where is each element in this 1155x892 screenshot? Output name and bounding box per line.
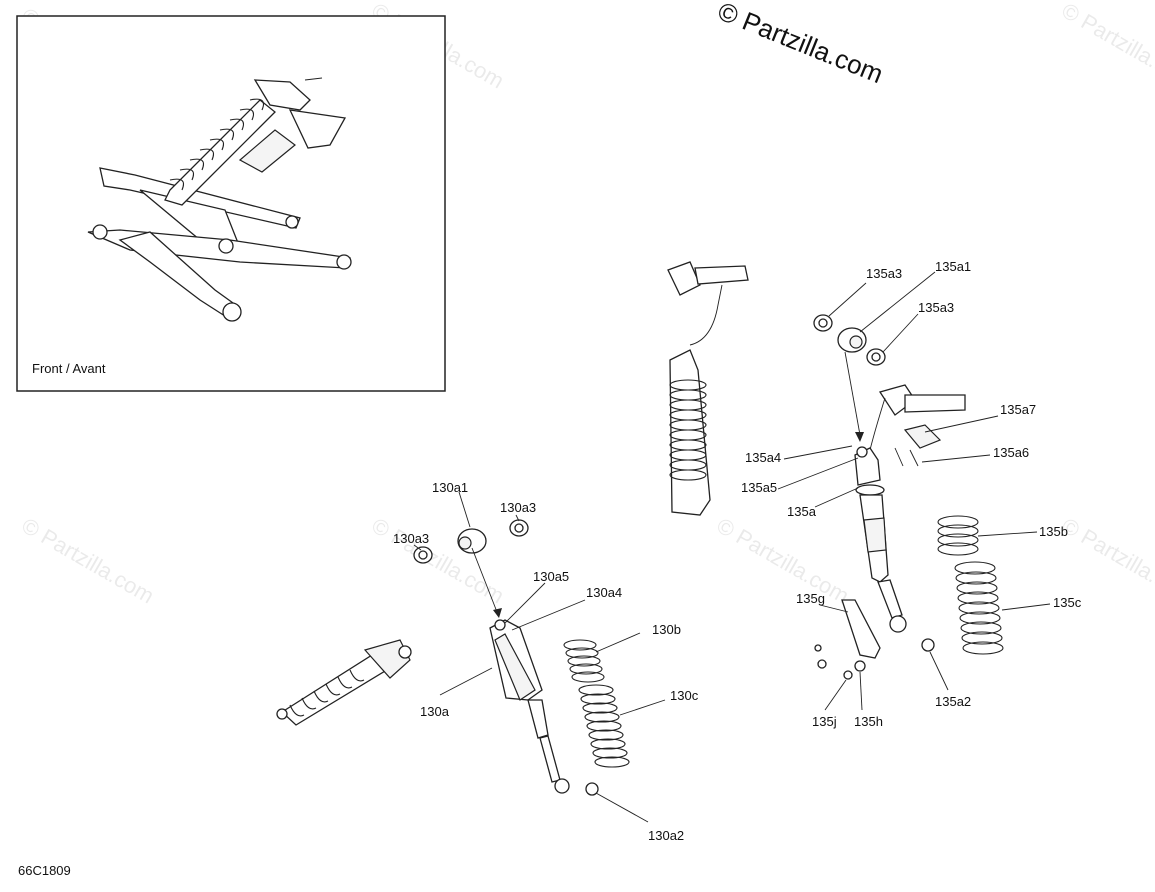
callout-135a4: 135a4: [745, 450, 781, 465]
suspension-assembly-illustration: [87, 77, 352, 322]
inset-caption: Front / Avant: [32, 361, 106, 376]
part-130a3-washer-right: [509, 519, 529, 537]
callout-130a3-right: 130a3: [500, 500, 536, 515]
part-135a-shock: [854, 446, 907, 633]
part-130a-shock: [489, 619, 570, 794]
watermark: © Partzilla.com: [18, 513, 159, 609]
part-135a3-washer-top: [813, 314, 833, 332]
part-130c-spring: [578, 684, 630, 768]
part-135a2-nut: [921, 638, 935, 652]
callout-135j: 135j: [812, 714, 837, 729]
part-135a6-pins: [894, 447, 919, 467]
callout-135h: 135h: [854, 714, 883, 729]
part-130a2-nut: [585, 782, 599, 796]
callout-135a3-mid: 135a3: [918, 300, 954, 315]
leader-lines: [413, 271, 1051, 823]
part-135h-washer: [854, 660, 866, 672]
assembled-shock-left: [276, 639, 412, 726]
part-135a1-bushing: [837, 327, 867, 353]
part-135b-spring: [937, 515, 979, 556]
callout-135a1: 135a1: [935, 259, 971, 274]
callout-135a6: 135a6: [993, 445, 1029, 460]
callout-130a2: 130a2: [648, 828, 684, 843]
callout-130a1: 130a1: [432, 480, 468, 495]
callout-135a7: 135a7: [1000, 402, 1036, 417]
callout-130a4: 130a4: [586, 585, 622, 600]
callout-135c: 135c: [1053, 595, 1082, 610]
copyright-text: © Partzilla.com: [714, 0, 888, 89]
part-135a3-washer-mid: [866, 348, 886, 366]
callout-130c: 130c: [670, 688, 699, 703]
assembled-shock-right: [667, 261, 749, 516]
callout-135b: 135b: [1039, 524, 1068, 539]
watermark: © Partzilla.com: [368, 513, 509, 609]
arrow-icon: [493, 608, 502, 618]
callout-135a: 135a: [787, 504, 817, 519]
callout-130b: 130b: [652, 622, 681, 637]
inset-panel: Front / Avant: [16, 15, 446, 392]
arrow-icon: [855, 432, 864, 442]
callout-130a3-left: 130a3: [393, 531, 429, 546]
part-135a7-reservoir: [869, 384, 966, 451]
part-130a1-bushing: [457, 528, 487, 554]
figure-code: 66C1809: [18, 863, 71, 878]
part-135j-screw: [814, 644, 853, 680]
callout-135a5: 135a5: [741, 480, 777, 495]
callout-135a3-top: 135a3: [866, 266, 902, 281]
callout-135a2: 135a2: [935, 694, 971, 709]
callout-130a: 130a: [420, 704, 450, 719]
callout-130a5: 130a5: [533, 569, 569, 584]
callout-135g: 135g: [796, 591, 825, 606]
part-135g-bracket: [841, 599, 881, 659]
part-130a3-washer-left: [413, 546, 433, 564]
watermark: © Partzilla.com: [1058, 0, 1155, 93]
callout-labels: 130a1 130a3 130a3 130a5 130a4 130b 130a …: [393, 259, 1082, 843]
part-130b-spring: [563, 639, 605, 683]
watermark: © Partzilla.com: [713, 513, 854, 609]
part-135c-spring: [954, 561, 1004, 655]
